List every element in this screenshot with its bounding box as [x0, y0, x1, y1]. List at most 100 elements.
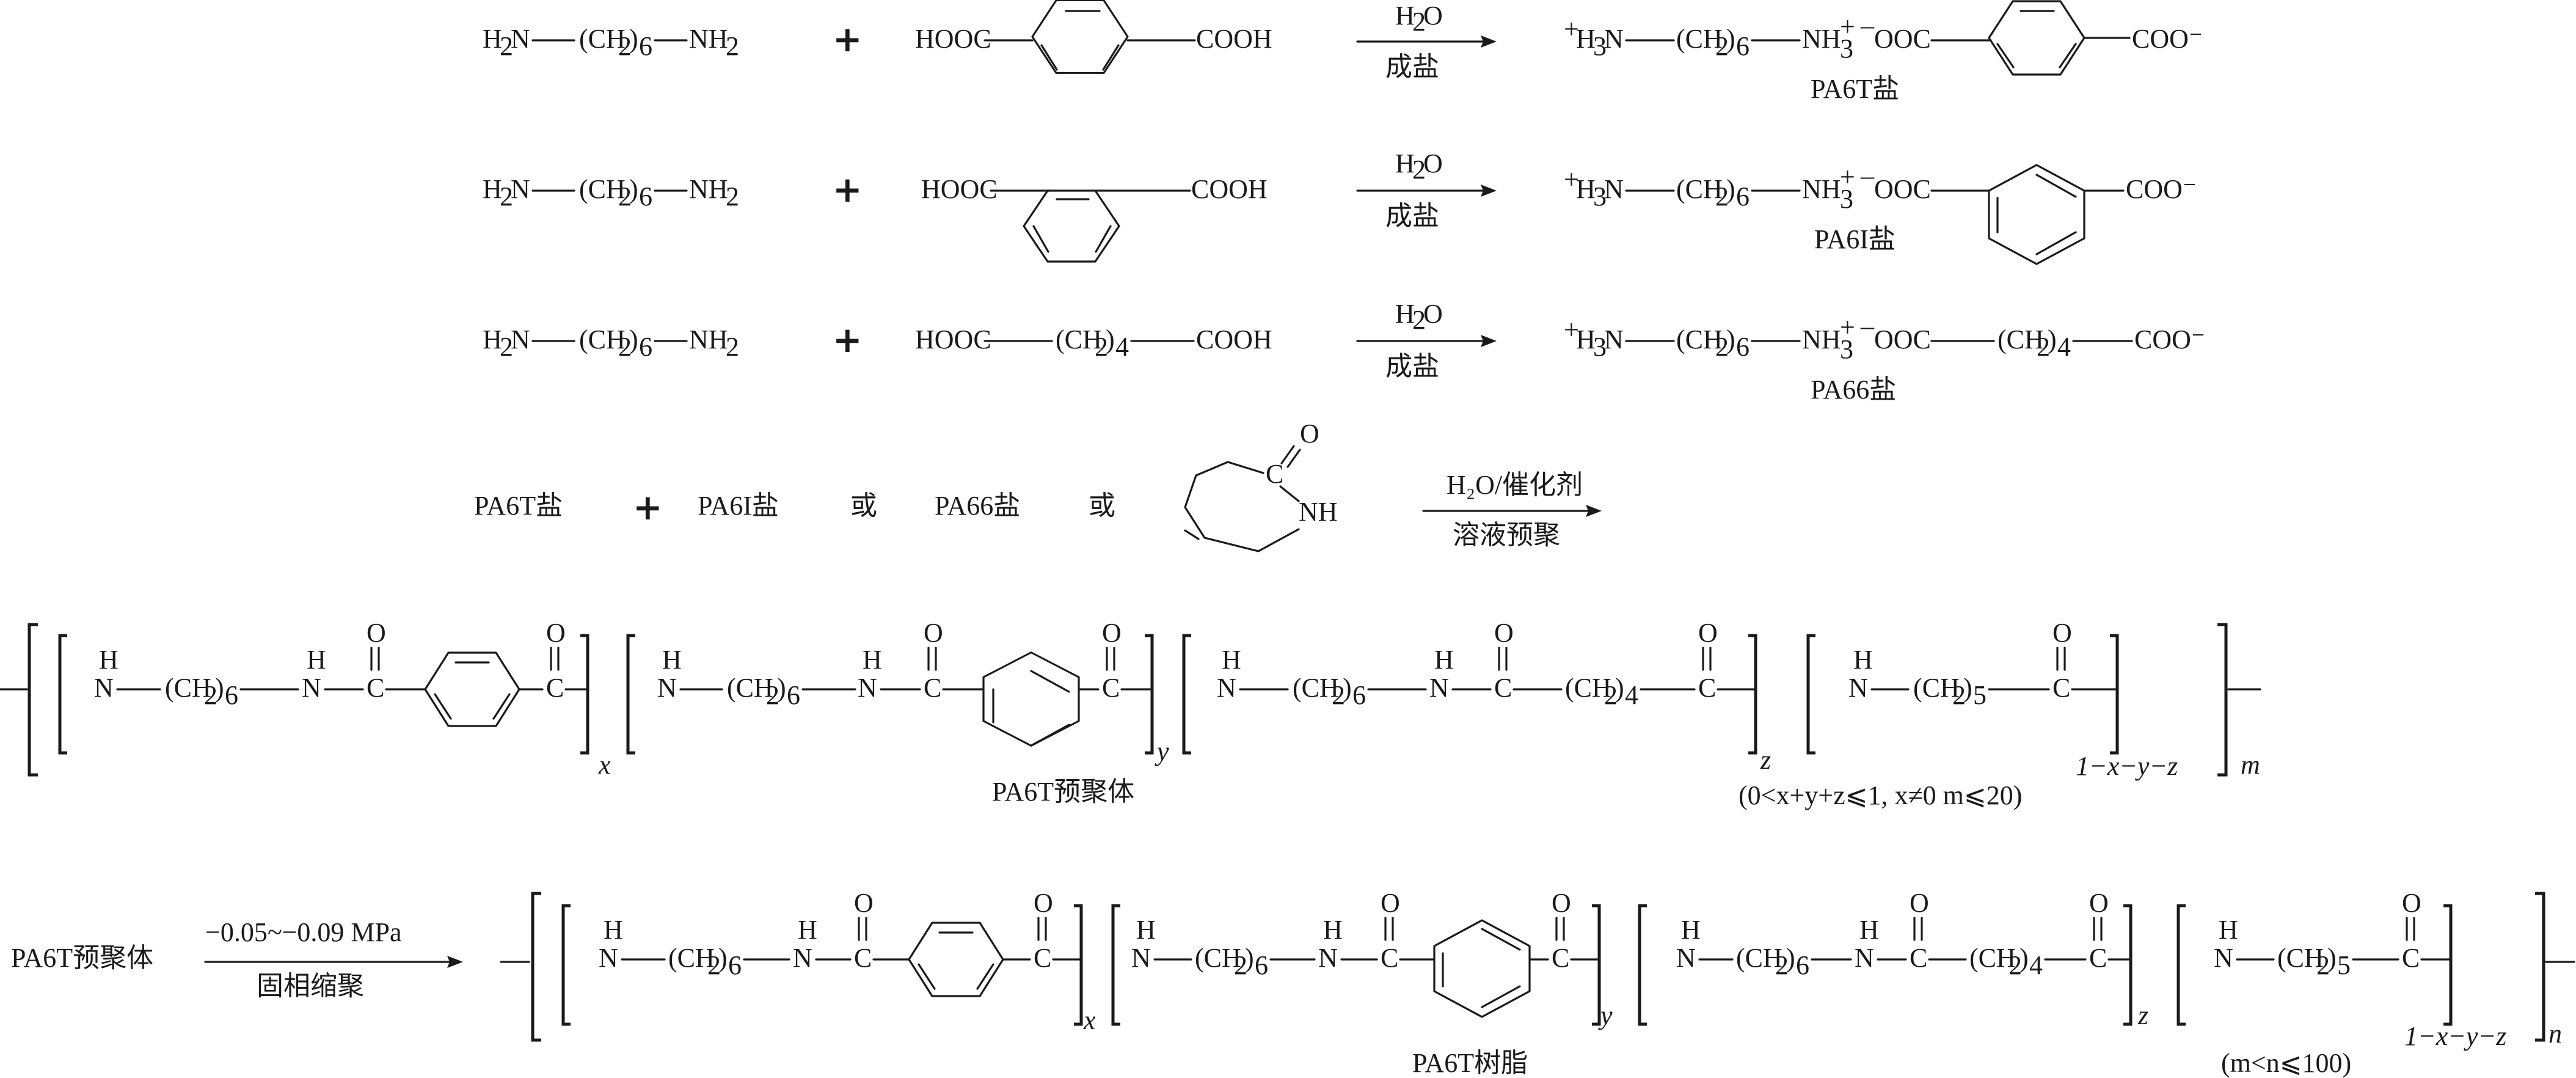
reaction-arrow: H₂O/催化剂 溶液预聚 — [1422, 470, 1602, 550]
terephthalic-acid: HOOC COOH — [915, 0, 1272, 74]
double-bond — [1996, 43, 2015, 68]
double-bond — [1030, 724, 1070, 747]
benzene-ring — [1988, 0, 2085, 76]
subscript: 2 — [726, 332, 739, 362]
subscript: 2 — [766, 680, 779, 710]
subscript: 3 — [1840, 34, 1853, 64]
subscript: 6 — [1736, 182, 1750, 211]
atom-h: H — [1576, 174, 1596, 204]
benzene-ring — [908, 922, 1004, 997]
pa6t-salt-product: + H 3 N (CH 2 ) 6 NH + 3 ¯OOC COO⁻ PA6T盐 — [1564, 0, 2203, 104]
atom-n: N — [793, 943, 812, 973]
ammonium-group: NH — [1802, 324, 1841, 354]
paren: ) — [1786, 943, 1795, 973]
double-bond — [2035, 231, 2077, 255]
segment-z: H N (CH 2 ) 6 H N C O (CH 2 ) 4 C O — [1182, 618, 1771, 775]
subscript-rest: 1−x−y−z — [2076, 751, 2178, 781]
water-h: H — [1395, 1, 1415, 31]
subscript: 4 — [2029, 950, 2043, 980]
atom-c: C — [2052, 673, 2070, 703]
atom-n: N — [1429, 673, 1449, 703]
condition-top: H₂O/催化剂 — [1447, 470, 1583, 500]
subscript: 6 — [787, 680, 800, 710]
reaction-arrow: −0.05~−0.09 MPa 固相缩聚 — [204, 917, 463, 1001]
subscript: 6 — [1736, 332, 1750, 362]
atom-o: O — [546, 618, 566, 648]
methylene-group: (CH — [1913, 673, 1960, 703]
plus-sign: + — [833, 169, 863, 210]
segment-z: H N (CH 2 ) 6 H N C O (CH 2 ) 4 C O — [1638, 888, 2148, 1030]
atom-n: N — [302, 673, 321, 703]
methylene-group: (CH — [1056, 324, 1102, 354]
subscript: 2 — [1412, 7, 1426, 37]
water-h: H — [1395, 148, 1415, 178]
subscript-rest: 1−x−y−z — [2404, 1021, 2506, 1051]
carboxyl-group: COOH — [1196, 24, 1272, 54]
subscript: 2 — [1604, 680, 1618, 710]
bracket-left — [58, 634, 67, 755]
double-bond — [2035, 174, 2077, 198]
methylene-group: (CH — [1969, 943, 2016, 973]
bracket-left — [1111, 904, 1120, 1026]
subscript: 6 — [728, 950, 742, 980]
paren: ) — [1343, 673, 1352, 703]
charge: + — [1564, 315, 1579, 345]
atom-c: C — [1698, 673, 1716, 703]
prepolymer-label: PA6T预聚体 — [992, 777, 1134, 807]
prepolymer-reactant: PA6T预聚体 — [11, 943, 153, 973]
carboxylate-group: ¯OOC — [1860, 174, 1931, 204]
atom-n: N — [511, 174, 530, 204]
benzene-ring — [424, 651, 520, 727]
segment-y: H N (CH 2 ) 6 H N C O C O — [1111, 888, 1613, 1030]
or-label: 或 — [1089, 491, 1115, 521]
double-bond — [2059, 43, 2077, 68]
subscript: 2 — [726, 182, 739, 211]
atom-h: H — [483, 174, 502, 204]
subscript: 2 — [1715, 31, 1729, 61]
atom-o: O — [2402, 888, 2421, 918]
subscript: 2 — [2009, 950, 2022, 980]
benzene-ring — [1433, 919, 1531, 1018]
atom-o: O — [1494, 618, 1514, 648]
methylene-group: (CH — [1293, 673, 1339, 703]
resin-condition: (m<n⩽100) — [2221, 1048, 2351, 1078]
benzene-ring — [1988, 164, 2085, 265]
methylene-group: (CH — [668, 943, 715, 973]
atom-o: O — [1381, 888, 1400, 918]
product-label: PA6I盐 — [1814, 224, 1896, 254]
subscript: 2 — [2037, 332, 2050, 362]
ammonium-group: NH — [1802, 174, 1841, 204]
atom-c: C — [1552, 943, 1569, 973]
methylene-group: (CH — [1998, 324, 2044, 354]
subscript: 2 — [618, 31, 632, 61]
outer-bracket-left — [27, 623, 38, 777]
bracket-left — [1638, 904, 1647, 1026]
atom-n: N — [94, 673, 114, 703]
outer-bracket-left — [531, 892, 541, 1042]
subscript: 6 — [639, 182, 652, 211]
methylene-group: (CH — [165, 673, 211, 703]
reaction-arrow: H 2 O 成盐 — [1356, 299, 1497, 381]
subscript: 2 — [1952, 680, 1966, 710]
atom-n: N — [1604, 24, 1624, 54]
double-bond — [1280, 445, 1295, 464]
segment-x: H N (CH 2 ) 6 H N C O C O — [561, 888, 1096, 1035]
subscript: 6 — [1352, 680, 1366, 710]
bracket-left — [626, 634, 635, 755]
double-bond — [1481, 928, 1521, 951]
paren: ) — [1106, 324, 1115, 354]
resin-label: PA6T树脂 — [1412, 1048, 1528, 1078]
condition-label: 成盐 — [1385, 201, 1439, 231]
segment-x: H N (CH 2 ) 6 H N C O C O — [58, 618, 611, 780]
subscript: 2 — [1332, 680, 1345, 710]
row-pa6t-salt-formation: H 2 N (CH 2 ) 6 NH 2 + HOOC COOH H 2 — [483, 0, 2203, 104]
water-o: O — [1423, 1, 1443, 31]
paren: ) — [718, 943, 728, 973]
subscript: 2 — [500, 332, 513, 362]
bracket-right — [580, 634, 589, 755]
condition-bottom: 固相缩聚 — [257, 971, 364, 1001]
superscript: + — [1840, 162, 1855, 192]
atom-c: C — [2089, 943, 2107, 973]
atom-n: N — [2214, 943, 2233, 973]
pa6i-salt-label: PA6I盐 — [698, 491, 779, 521]
